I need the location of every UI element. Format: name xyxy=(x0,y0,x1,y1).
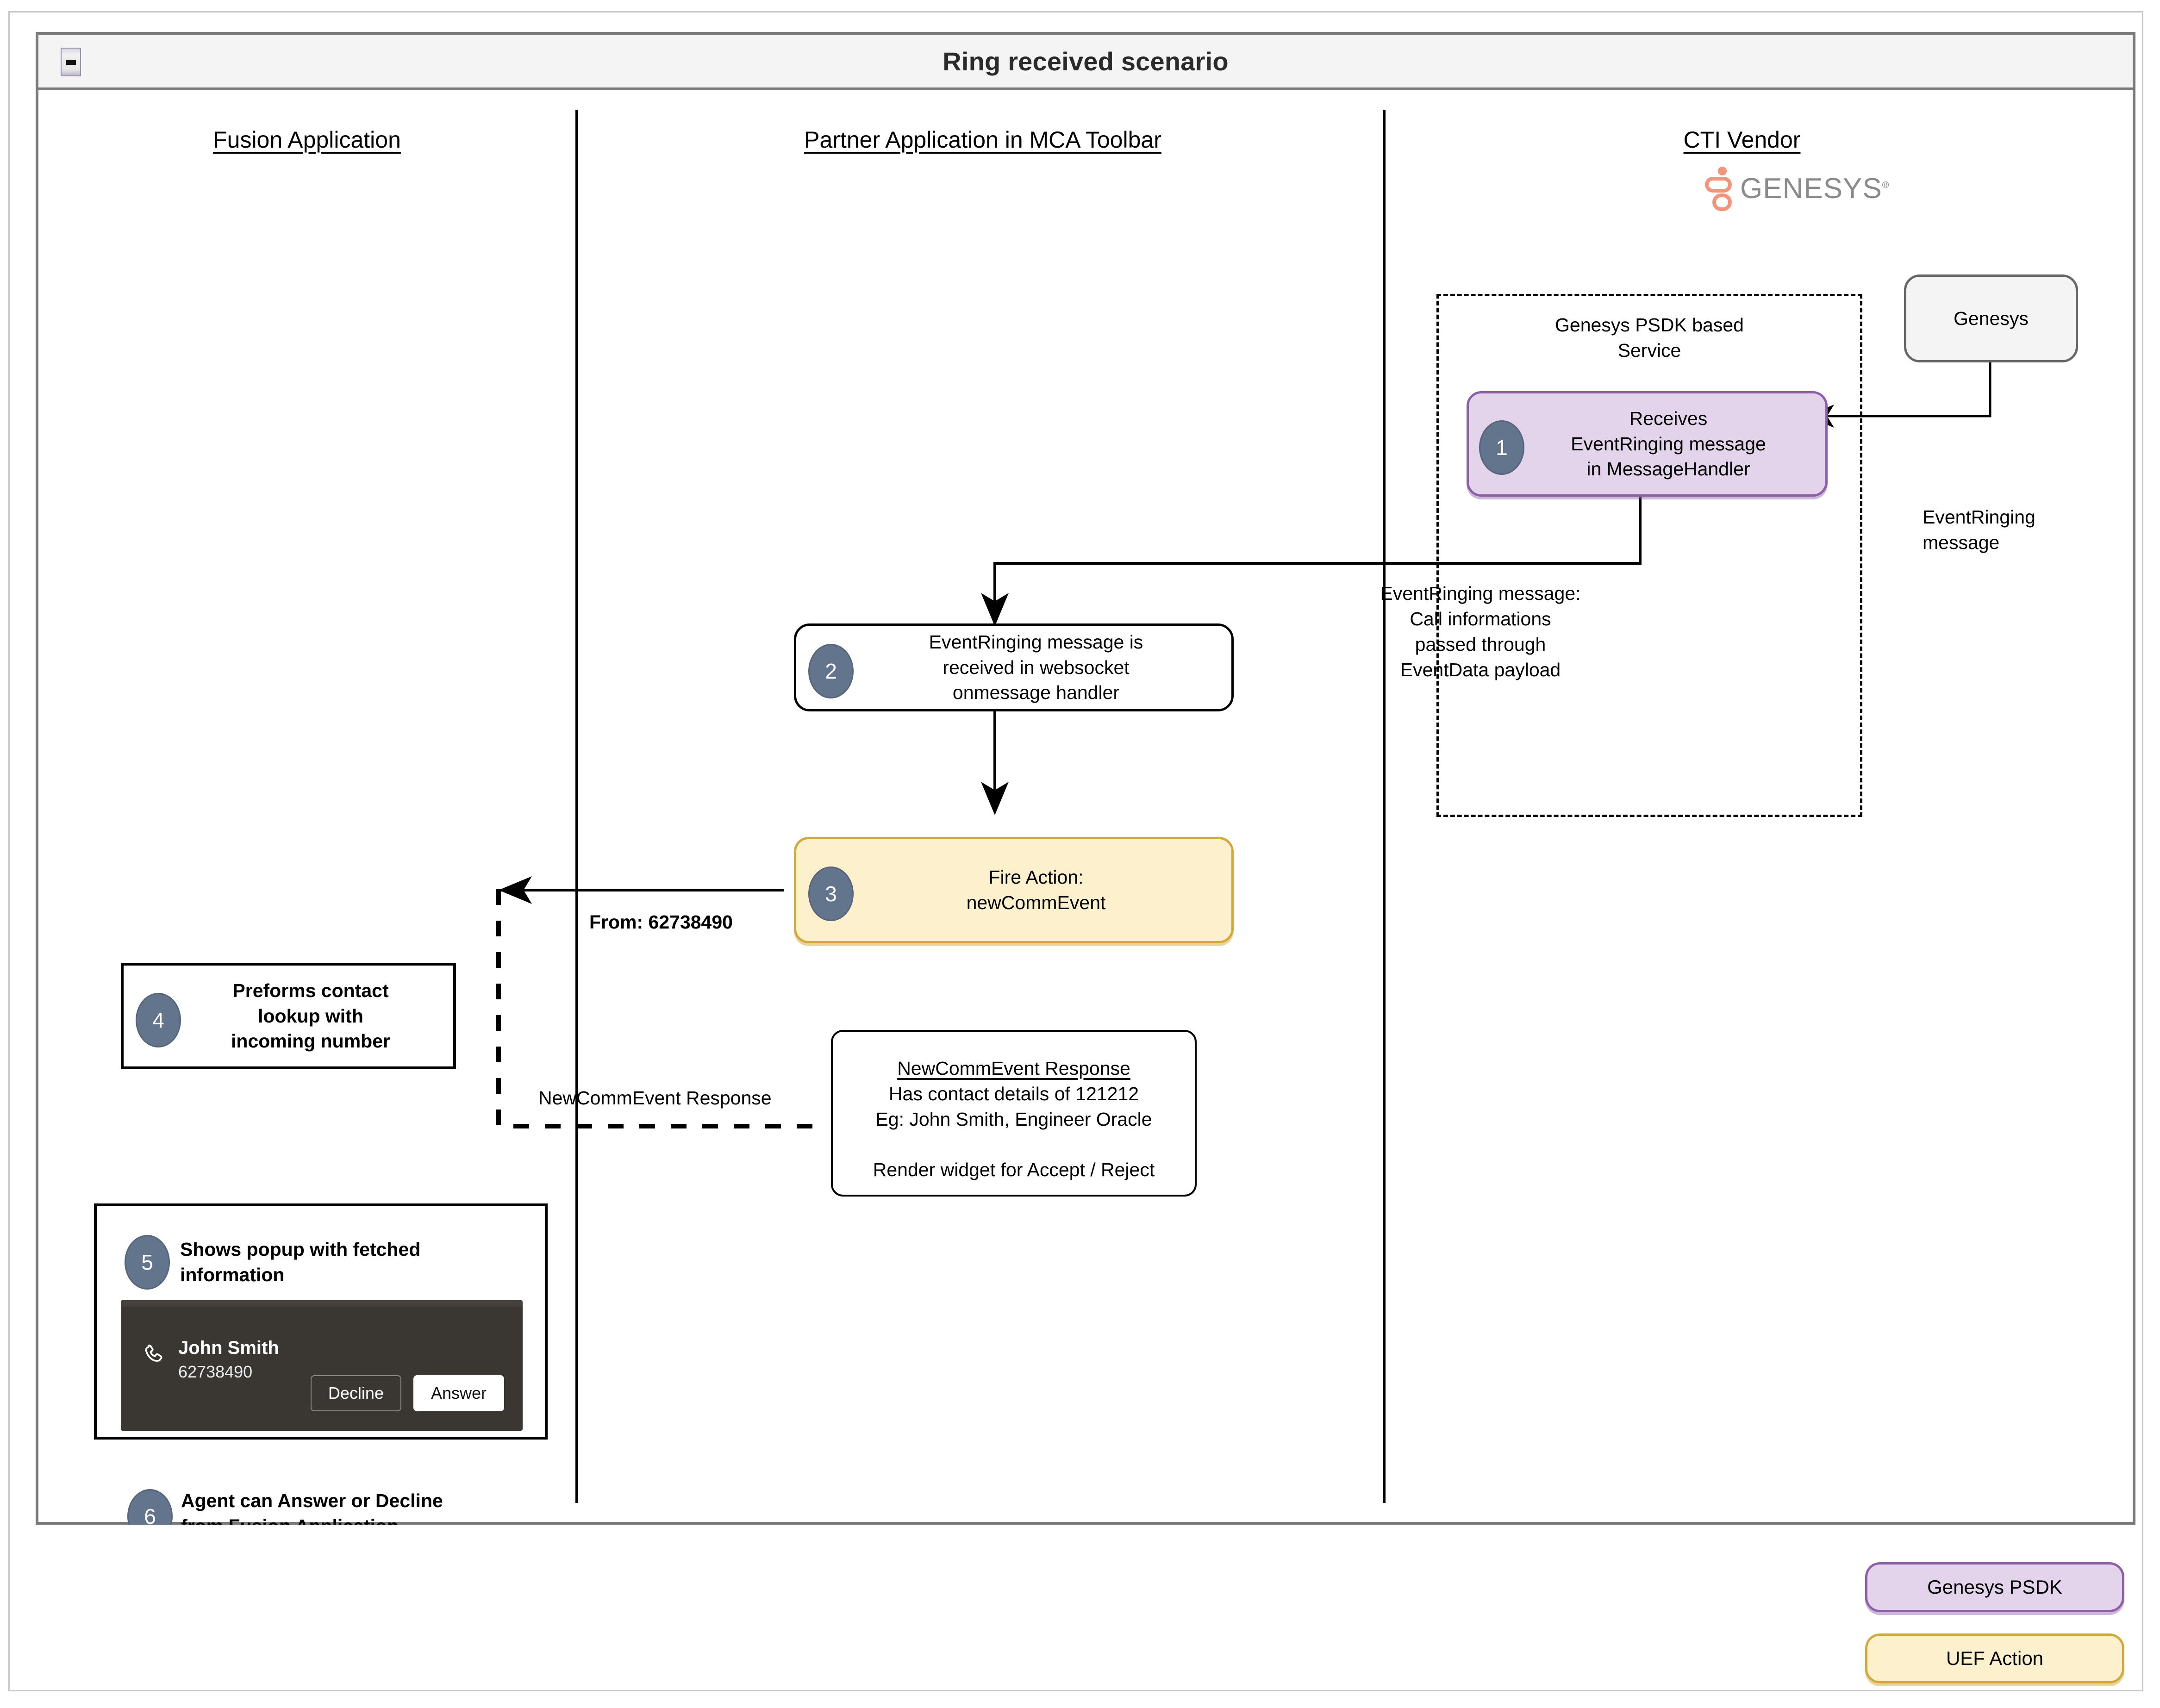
lane-divider-fusion-partner xyxy=(575,110,578,1503)
edge-label-eventringing-message: EventRinging message xyxy=(1923,506,2035,553)
node-step-4[interactable]: 4 Preforms contact lookup with incoming … xyxy=(121,963,456,1069)
response-line-2: Eg: John Smith, Engineer Oracle xyxy=(875,1109,1152,1130)
outer-frame: Ring received scenario Fusion Applicatio… xyxy=(8,11,2143,1691)
genesys-wordmark: GENESYS® xyxy=(1740,175,1890,203)
node-step-1[interactable]: 1 Receives EventRinging message in Messa… xyxy=(1467,391,1828,497)
node-newcommevent-response[interactable]: NewCommEvent Response Has contact detail… xyxy=(831,1030,1197,1197)
genesys-wordmark-text: GENESYS xyxy=(1740,173,1882,205)
legend-uef-action: UEF Action xyxy=(1865,1633,2124,1683)
node-step-3[interactable]: 3 Fire Action: newCommEvent xyxy=(794,837,1234,943)
diagram-canvas: Fusion Application Partner Application i… xyxy=(38,90,2133,1525)
legend-uef-action-label: UEF Action xyxy=(1946,1647,2044,1669)
popup-contact-name: John Smith xyxy=(178,1338,279,1358)
edge-label-eventringing-payload: EventRinging message: Call informations … xyxy=(1380,583,1581,680)
genesys-mark-icon xyxy=(1705,167,1734,211)
step-badge-6: 6 xyxy=(127,1489,173,1525)
popup-contact-row: John Smith 62738490 xyxy=(121,1307,523,1382)
popup-actions: Decline Answer xyxy=(310,1375,504,1411)
genesys-trademark: ® xyxy=(1882,180,1890,191)
response-line-3: Render widget for Accept / Reject xyxy=(873,1159,1155,1180)
node-step-2[interactable]: 2 EventRinging message is received in we… xyxy=(794,623,1234,711)
lane-title-fusion: Fusion Application xyxy=(213,127,401,153)
decline-button[interactable]: Decline xyxy=(310,1375,401,1411)
edge-label-from-number: From: 62738490 xyxy=(589,911,733,933)
step-badge-4: 4 xyxy=(136,993,181,1047)
popup-top-bar xyxy=(121,1300,523,1307)
step-badge-2: 2 xyxy=(808,644,854,698)
node-step-1-label: Receives EventRinging message in Message… xyxy=(1571,407,1766,480)
step-badge-5: 5 xyxy=(125,1235,170,1290)
genesys-logo: GENESYS® xyxy=(1705,167,1890,211)
diagram-panel: Ring received scenario Fusion Applicatio… xyxy=(36,32,2135,1525)
diagram-titlebar: Ring received scenario xyxy=(38,35,2133,90)
response-title: NewCommEvent Response xyxy=(897,1058,1130,1079)
node-genesys-source-label: Genesys xyxy=(1954,307,2029,329)
popup-contact-number: 62738490 xyxy=(178,1362,253,1381)
lane-title-cti: CTI Vendor xyxy=(1683,127,1801,153)
lane-divider-partner-cti xyxy=(1383,110,1386,1503)
response-line-1: Has contact details of 121212 xyxy=(888,1083,1139,1105)
node-step-4-label: Preforms contact lookup with incoming nu… xyxy=(231,979,390,1052)
legend-genesys-psdk-label: Genesys PSDK xyxy=(1927,1576,2062,1598)
node-step-2-label: EventRinging message is received in webs… xyxy=(929,631,1143,704)
collapse-box-icon[interactable] xyxy=(61,48,81,76)
node-step-3-label: Fire Action: newCommEvent xyxy=(966,866,1106,913)
node-step-6[interactable]: 6 Agent can Answer or Decline from Fusio… xyxy=(121,1479,491,1525)
answer-button[interactable]: Answer xyxy=(413,1375,504,1411)
step-badge-1: 1 xyxy=(1479,420,1524,475)
psdk-service-group xyxy=(1436,294,1862,817)
node-genesys-source[interactable]: Genesys xyxy=(1904,274,2078,362)
lane-title-partner: Partner Application in MCA Toolbar xyxy=(804,127,1161,153)
step-badge-3: 3 xyxy=(808,866,854,921)
edge-label-newcommevent-response: NewCommEvent Response xyxy=(538,1087,772,1109)
phone-icon xyxy=(145,1344,162,1362)
incoming-call-popup[interactable]: John Smith 62738490 Decline Answer xyxy=(121,1300,523,1431)
node-step-6-label: Agent can Answer or Decline from Fusion … xyxy=(181,1490,443,1525)
page-title: Ring received scenario xyxy=(943,46,1229,76)
node-step-5-label: Shows popup with fetched information xyxy=(180,1239,421,1285)
psdk-service-label: Genesys PSDK based Service xyxy=(1555,314,1744,361)
legend-genesys-psdk: Genesys PSDK xyxy=(1865,1562,2124,1612)
